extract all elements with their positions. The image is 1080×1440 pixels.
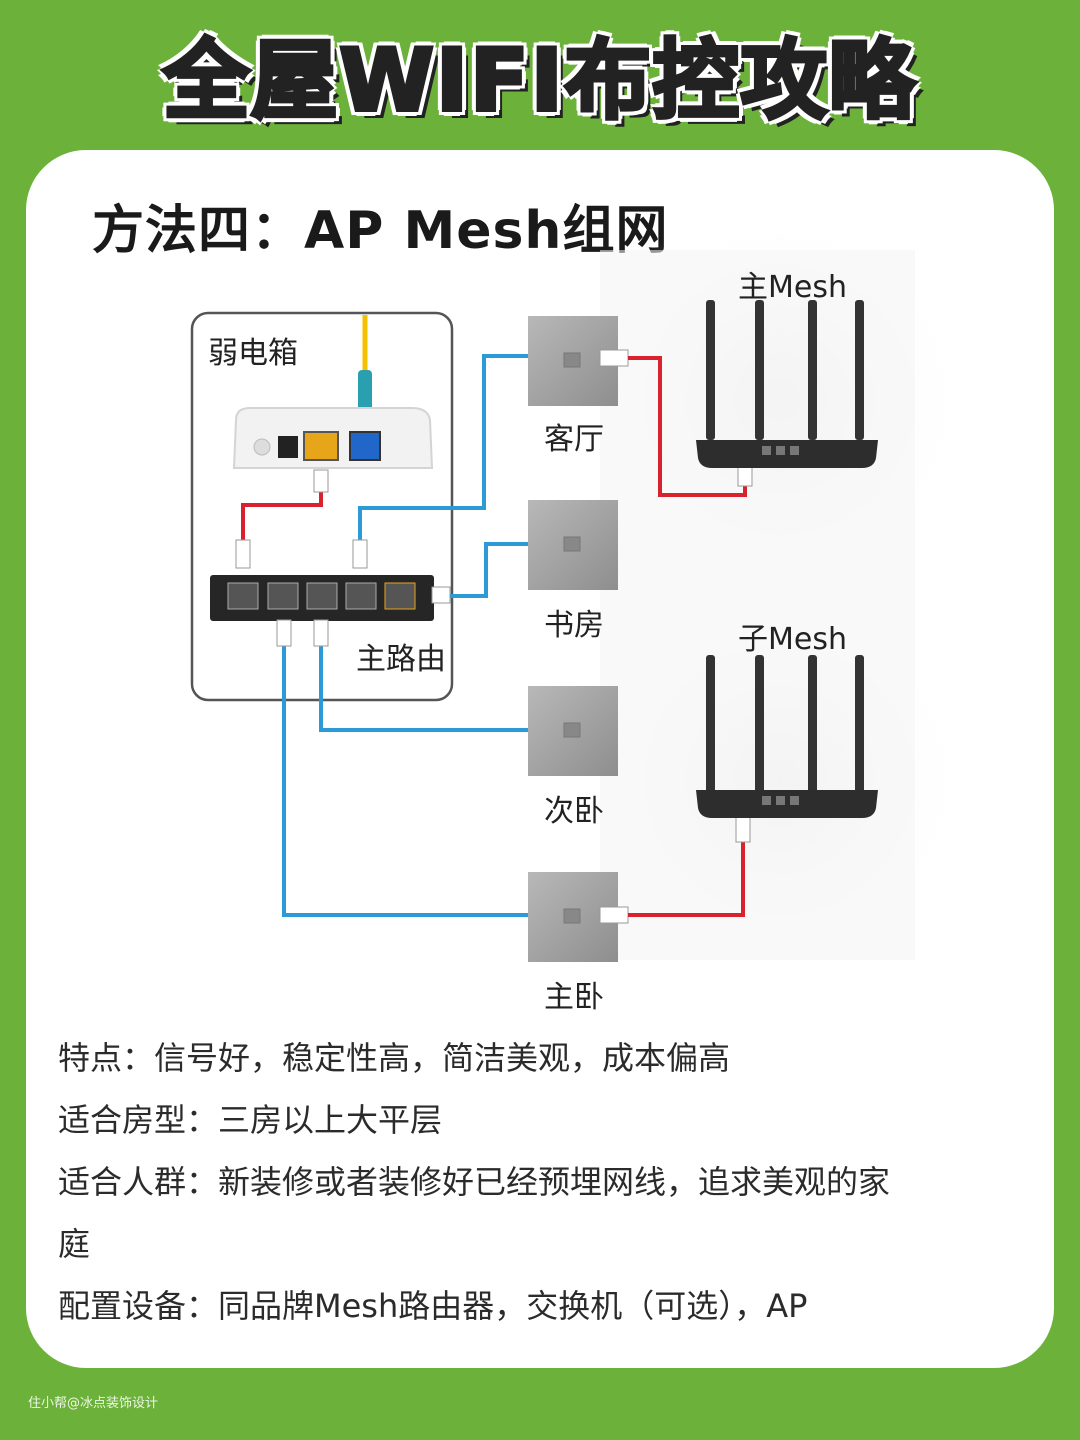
rj45-plug [599,906,629,924]
info-features: 特点：信号好，稳定性高，简洁美观，成本偏高 [58,1039,731,1077]
main-mesh-router-icon [696,300,878,468]
red-cable-living-main-mesh [628,356,747,497]
rj45-plug [313,469,329,493]
blue-cable-router-study [450,542,528,598]
wall-plate-study [528,500,618,590]
main-router-label: 主路由 [356,642,446,677]
blue-cable-router-second-bedroom [319,640,528,732]
room-label-master-bedroom: 主卧 [544,980,604,1015]
info-equipment: 配置设备：同品牌Mesh路由器，交换机（可选），AP [58,1287,808,1325]
page-title: 全屋WIFI布控攻略 [161,29,917,133]
room-label-study: 书房 [544,608,604,643]
rj45-plug [599,349,629,367]
main-mesh-label: 主Mesh [738,270,847,305]
modem-icon [232,407,434,469]
rj45-plug [735,813,751,843]
blue-cable-router-master-bedroom [282,640,528,917]
rj45-plug [431,586,451,604]
info-block: 特点：信号好，稳定性高，简洁美观，成本偏高 适合房型：三房以上大平层 适合人群：… [58,1027,1038,1337]
section-title: 方法四：AP Mesh组网 [92,201,669,261]
info-target-users-cont: 庭 [58,1225,91,1263]
info-target-users: 适合人群：新装修或者装修好已经预埋网线，追求美观的家 [58,1163,891,1201]
weak-current-box-label: 弱电箱 [208,336,298,371]
room-label-living-room: 客厅 [544,422,604,457]
sub-mesh-router-icon [696,655,878,818]
wall-plate-second-bedroom [528,686,618,776]
sub-mesh-label: 子Mesh [738,622,847,657]
red-cable-modem-router [241,470,323,560]
rj45-plug [352,539,368,569]
rj45-plug [276,619,292,647]
info-house-type: 适合房型：三房以上大平层 [58,1101,443,1139]
red-cable-master-sub-mesh [628,840,745,917]
rj45-plug [235,539,251,569]
main-router-device [210,575,434,621]
watermark: 住小帮@冰点装饰设计 [28,1396,159,1411]
blue-cable-router-living [358,354,528,565]
room-label-second-bedroom: 次卧 [544,794,604,829]
rj45-plug [313,619,329,647]
